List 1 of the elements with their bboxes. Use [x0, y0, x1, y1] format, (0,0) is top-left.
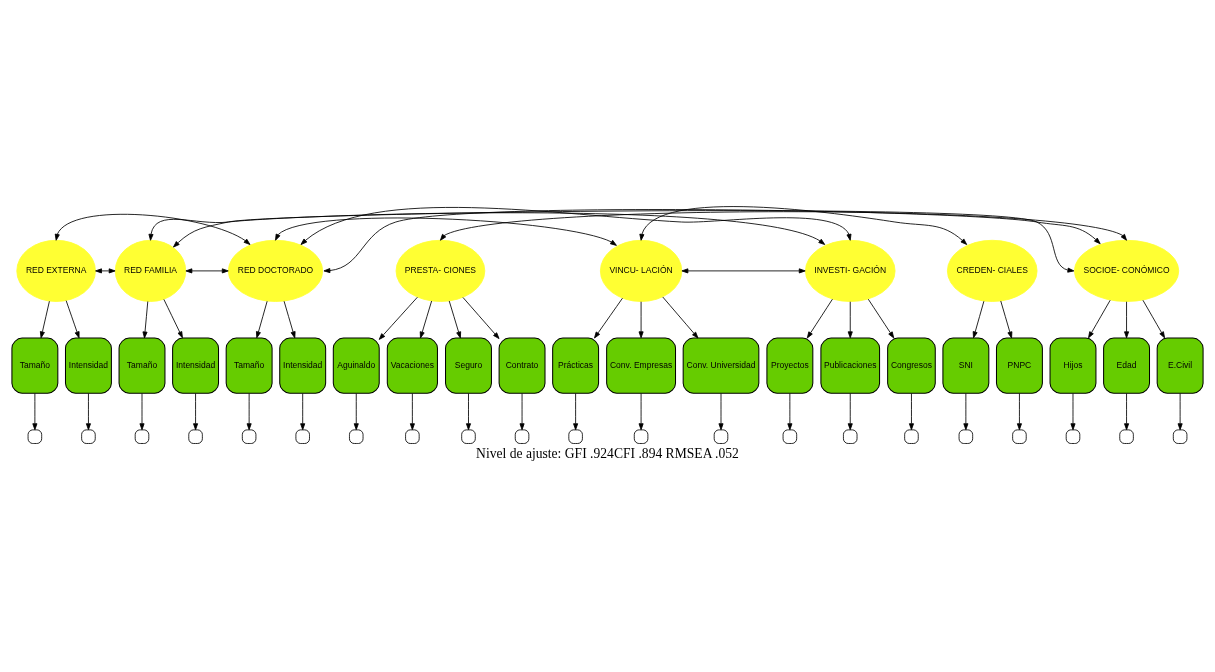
- caption: Nivel de ajuste: GFI .924CFI .894 RMSEA .052: [476, 445, 739, 461]
